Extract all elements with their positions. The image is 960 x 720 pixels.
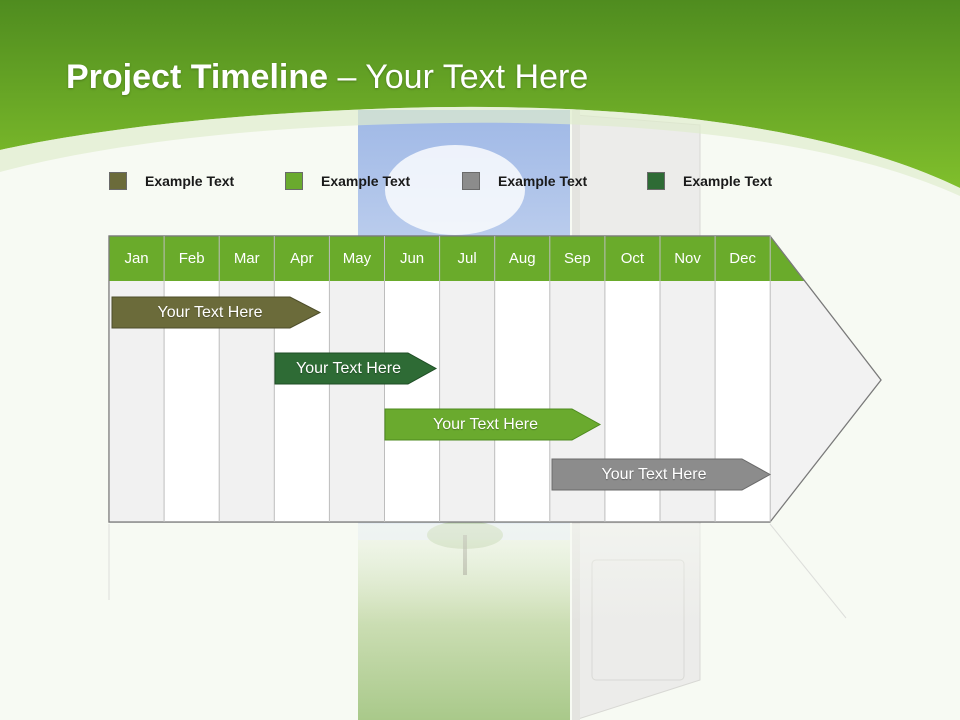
task-bar-label-2[interactable]: Your Text Here — [296, 359, 401, 377]
legend-swatch — [647, 172, 665, 190]
month-label-jan: Jan — [124, 250, 149, 267]
title-bold: Project Timeline — [66, 58, 329, 96]
task-bar-3[interactable] — [384, 408, 602, 441]
month-label-feb: Feb — [178, 250, 205, 267]
legend-item-2: Example Text — [285, 170, 410, 192]
month-label-may: May — [342, 250, 372, 267]
task-bar-1[interactable] — [111, 296, 322, 329]
legend-item-4: Example Text — [647, 170, 772, 192]
legend-swatch — [109, 172, 127, 190]
month-column — [494, 281, 550, 522]
legend-swatch — [285, 172, 303, 190]
legend-label: Example Text — [498, 173, 588, 189]
month-label-jun: Jun — [399, 250, 425, 267]
task-bar-label-1[interactable]: Your Text Here — [157, 303, 263, 321]
month-column — [439, 281, 495, 522]
page-title: Project Timeline – Your Text Here — [66, 58, 588, 97]
task-bar-4[interactable] — [551, 458, 772, 491]
legend-label: Example Text — [683, 173, 773, 189]
legend-label: Example Text — [145, 173, 235, 189]
title-rest: – Your Text Here — [328, 58, 589, 96]
header-band — [0, 0, 960, 188]
task-bar-label-3[interactable]: Your Text Here — [433, 415, 538, 433]
month-label-nov: Nov — [674, 250, 701, 267]
month-label-aug: Aug — [508, 250, 536, 267]
month-header-band — [109, 236, 804, 281]
task-bar-label-4[interactable]: Your Text Here — [601, 465, 707, 483]
legend-item-3: Example Text — [462, 170, 587, 192]
legend-item-1: Example Text — [109, 170, 234, 192]
legend-swatch — [462, 172, 480, 190]
task-bar-2[interactable] — [274, 352, 438, 385]
month-label-oct: Oct — [620, 250, 645, 267]
legend-label: Example Text — [321, 173, 411, 189]
month-label-jul: Jul — [457, 250, 477, 267]
month-label-mar: Mar — [233, 250, 260, 267]
month-column — [329, 281, 385, 522]
month-label-sep: Sep — [563, 250, 591, 267]
month-label-apr: Apr — [290, 250, 314, 267]
month-label-dec: Dec — [729, 250, 756, 267]
month-column — [384, 281, 440, 522]
